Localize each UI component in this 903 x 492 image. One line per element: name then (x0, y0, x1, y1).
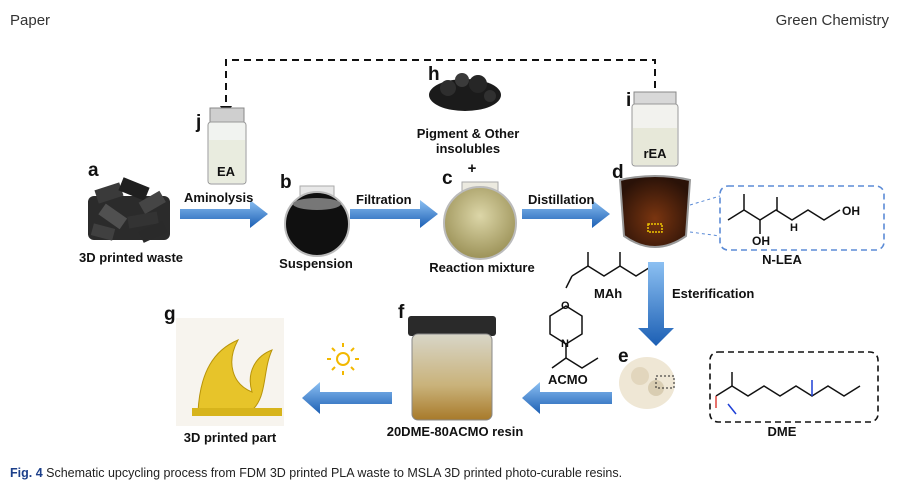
panel-letter-d: d (612, 162, 624, 183)
caption-text: Schematic upcycling process from FDM 3D … (46, 466, 623, 480)
step-esterification: Esterification (672, 286, 755, 301)
arrow-acmo-to-resin (522, 382, 612, 414)
panel-letter-h: h (428, 64, 440, 85)
label-suspension: Suspension (279, 256, 353, 271)
nlea-structure (727, 194, 841, 234)
figure-caption: Fig. 4 Schematic upcycling process from … (10, 466, 622, 480)
panel-letter-f: f (398, 302, 405, 323)
chem-oh-right: OH (842, 204, 860, 218)
header-left: Paper (10, 12, 51, 29)
mah-structure (565, 252, 653, 289)
label-ea: EA (216, 164, 236, 179)
rea-vial-image (631, 91, 679, 167)
label-3d-printed-part: 3D printed part (183, 430, 277, 445)
arrow-filtration (350, 200, 438, 228)
chem-oh-bottom: OH (752, 234, 770, 248)
panel-letter-b: b (280, 172, 292, 193)
label-reaction-mixture: Reaction mixture (429, 260, 535, 275)
arrow-resin-to-part (302, 382, 392, 414)
label-pigment: Pigment & Other insolubles (416, 126, 520, 156)
panel-letter-g: g (164, 304, 176, 325)
label-3d-printed-waste: 3D printed waste (78, 250, 184, 265)
arrow-distillation (522, 200, 610, 228)
panel-letter-e: e (618, 346, 629, 367)
label-dme: DME (767, 424, 797, 439)
label-mah: MAh (594, 286, 623, 301)
chem-n-acmo: N (561, 338, 569, 350)
panel-letter-c: c (442, 168, 453, 189)
label-rea: rEA (643, 146, 667, 161)
recycle-loop-line (225, 59, 656, 112)
resin-jar-image (408, 316, 496, 421)
nlea-flask-image (618, 175, 721, 248)
label-resin: 20DME-80ACMO resin (386, 424, 524, 439)
ea-vial-image (207, 107, 247, 185)
sun-icon (327, 343, 359, 375)
panel-letter-i: i (626, 90, 632, 111)
step-aminolysis: Aminolysis (184, 190, 254, 205)
label-acmo: ACMO (548, 372, 588, 387)
reaction-flask-image (443, 181, 517, 260)
step-filtration: Filtration (356, 192, 412, 207)
acmo-structure (549, 305, 599, 369)
arrow-aminolysis (180, 200, 268, 228)
label-plus: + (467, 160, 477, 177)
panel-letter-a: a (88, 160, 99, 181)
header-right: Green Chemistry (775, 12, 889, 29)
panel-letter-j: j (196, 112, 202, 133)
pigment-pile-image (429, 73, 501, 111)
step-distillation: Distillation (528, 192, 595, 207)
waste-pile-image (88, 177, 170, 243)
chem-nh: H (790, 222, 798, 234)
arrow-esterification (638, 262, 674, 346)
dme-structure-box (709, 351, 879, 423)
dme-powder-image (619, 357, 675, 409)
label-nlea: N-LEA (762, 252, 802, 267)
chem-o-acmo: O (561, 300, 570, 312)
suspension-flask-image (284, 185, 350, 257)
nlea-structure-box (719, 185, 885, 251)
dme-structure (715, 372, 861, 415)
caption-label: Fig. 4 (10, 466, 43, 480)
printed-part-image (176, 318, 284, 426)
